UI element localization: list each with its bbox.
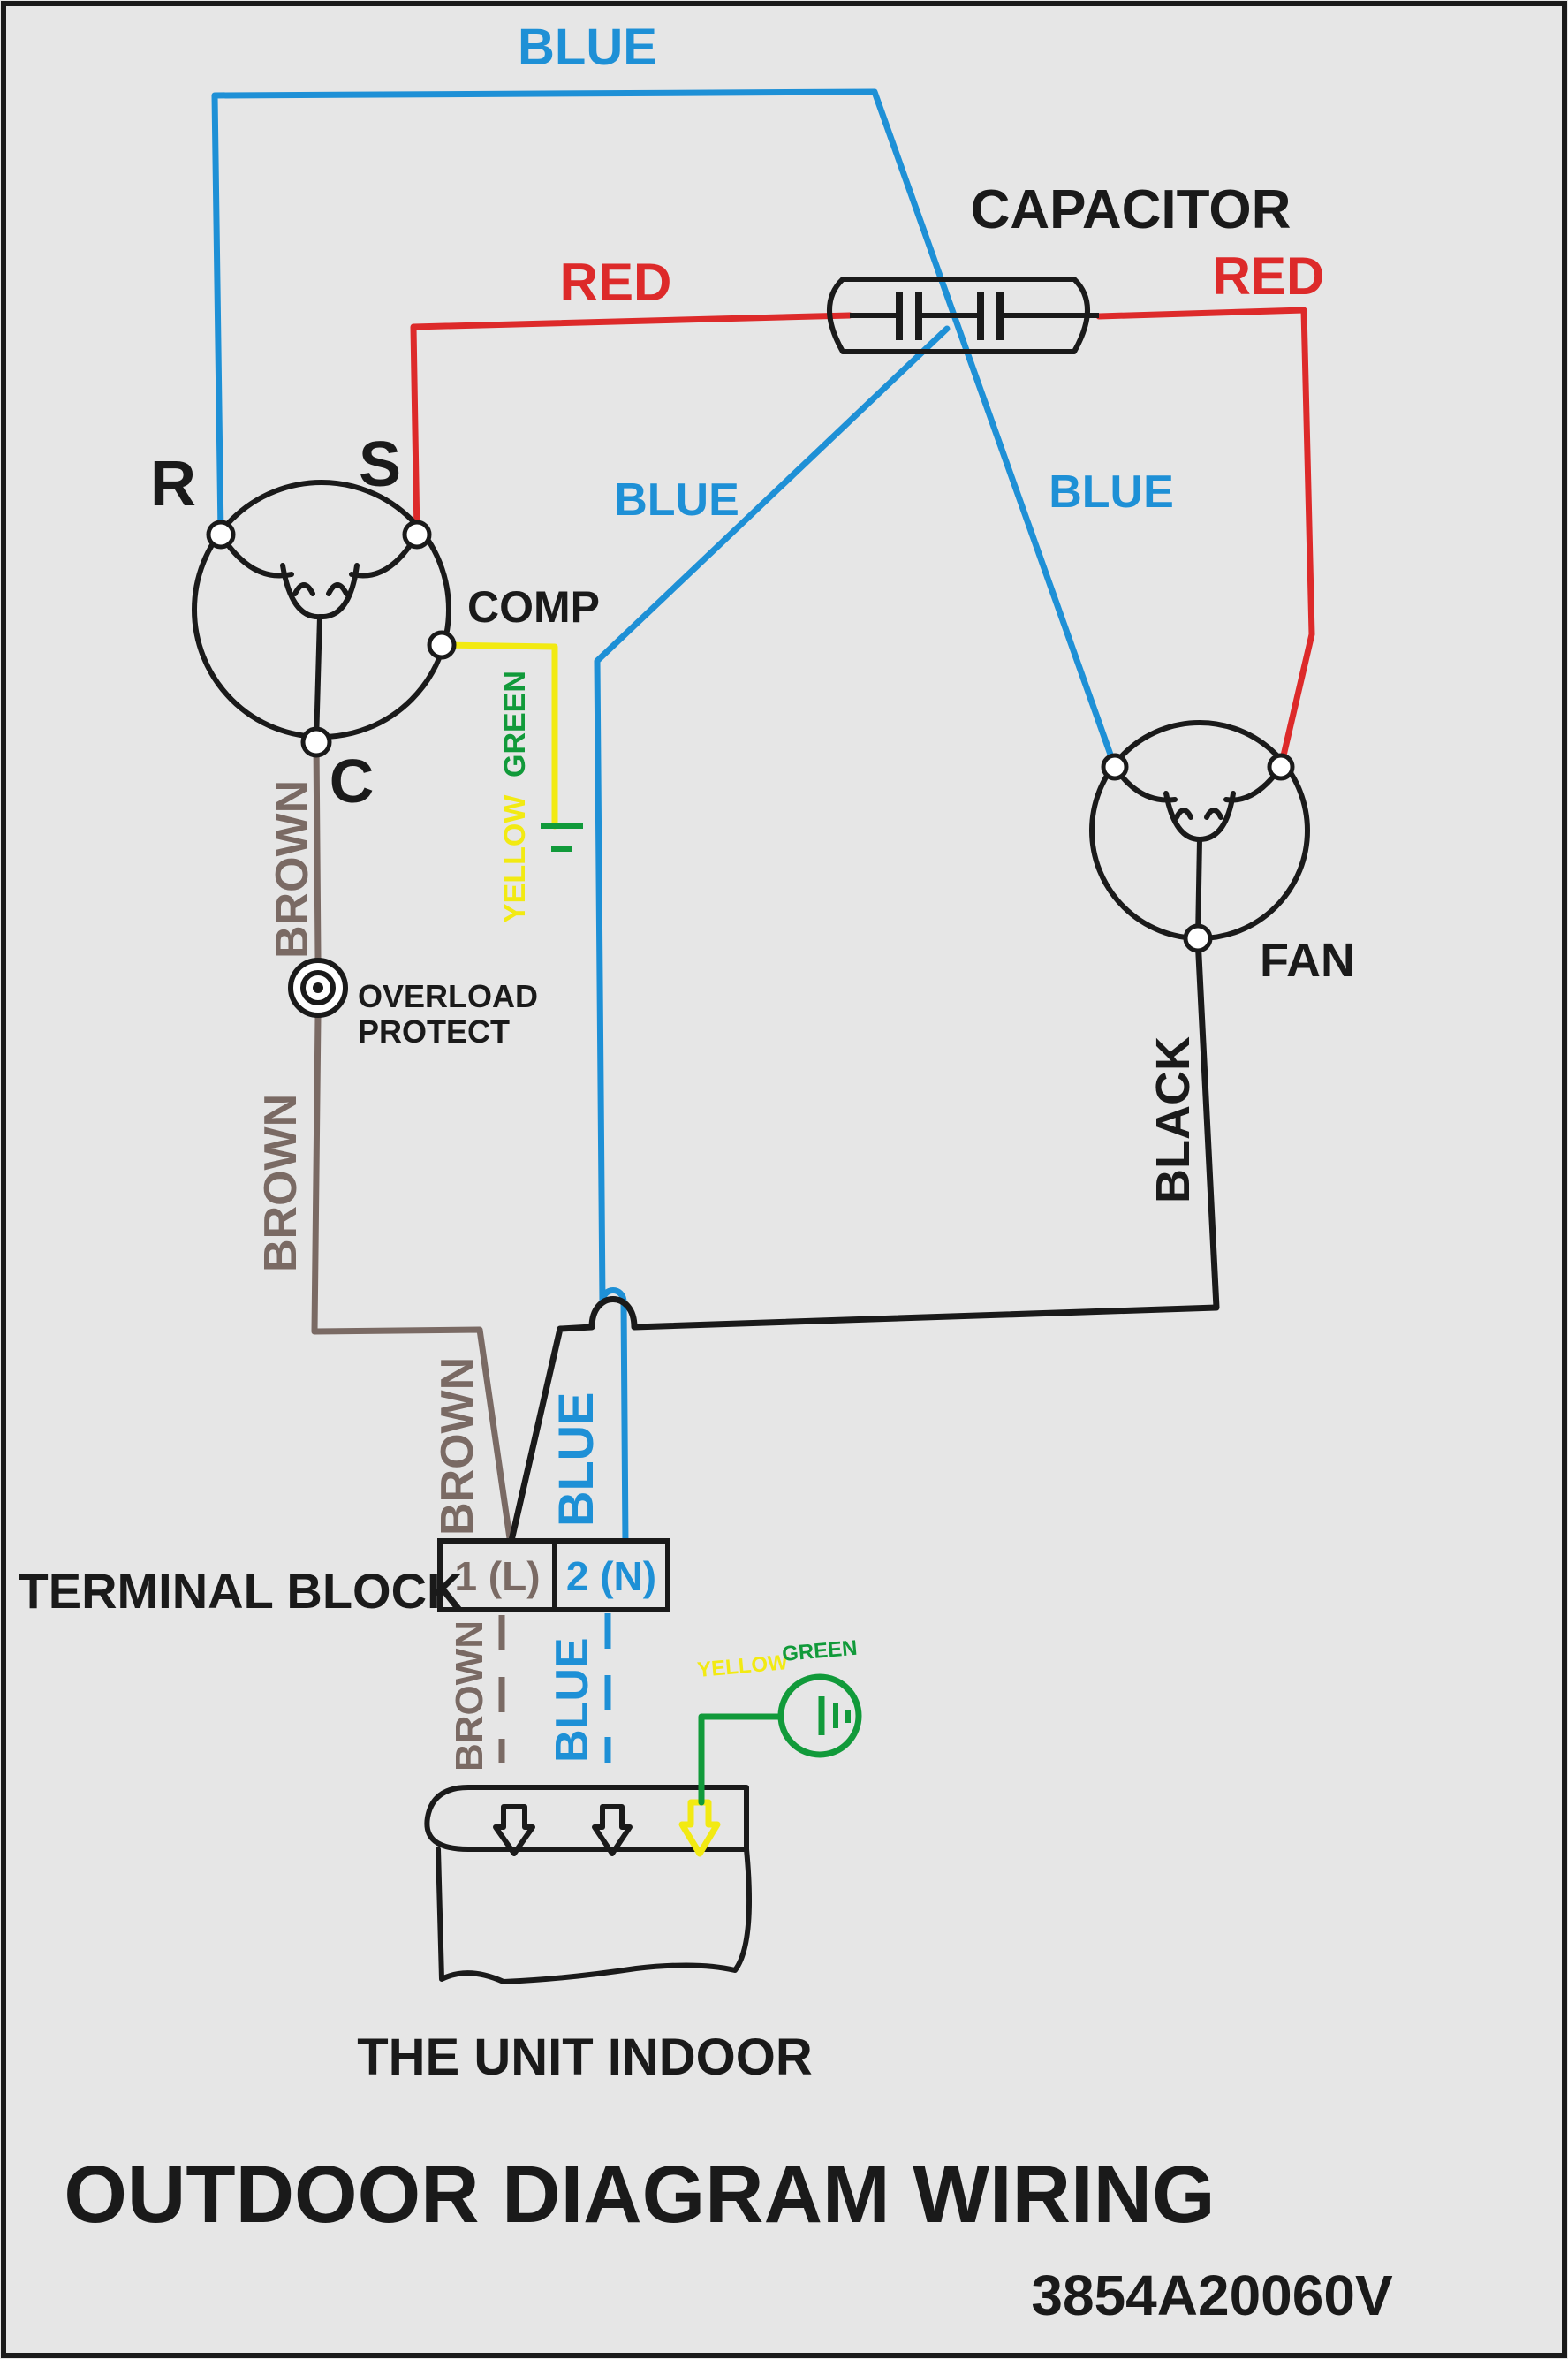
brown-upper-label: BROWN — [267, 780, 318, 959]
terminal-2-label: 2 (N) — [566, 1553, 656, 1599]
terminal-block-label: TERMINAL BLOCK — [19, 1563, 463, 1619]
brown-indoor-label: BROWN — [448, 1620, 491, 1771]
blue-indoor-label: BLUE — [547, 1637, 598, 1763]
wire-black-fan — [507, 935, 1220, 1548]
fan-symbol — [1089, 720, 1310, 953]
wire-red-left — [410, 312, 853, 538]
brown-terminal-label: BROWN — [432, 1357, 483, 1536]
indoor-arrow-2 — [592, 1804, 633, 1856]
overload-line2: PROTECT — [358, 1013, 510, 1050]
terminal-comp — [427, 630, 457, 660]
terminal-block — [437, 1538, 670, 1612]
fan-terminal-common — [1183, 923, 1213, 953]
overload-line1: OVERLOAD — [358, 978, 538, 1014]
wire-blue-top — [211, 88, 1118, 770]
indoor-dashed-wires — [498, 1613, 611, 1763]
indoor-unit-label: THE UNIT INDOOR — [357, 2029, 813, 2086]
indoor-arrow-ground — [678, 1799, 721, 1857]
wire-brown-comp — [313, 739, 322, 962]
capacitor-label: CAPACITOR — [971, 179, 1292, 240]
terminal-r — [206, 520, 236, 550]
black-fan-label: BLACK — [1147, 1036, 1200, 1203]
brown-lower-label: BROWN — [255, 1094, 307, 1272]
blue-mid-right-label: BLUE — [1049, 466, 1174, 518]
terminal-s — [402, 520, 432, 550]
green-ground-label: GREEN — [498, 671, 532, 777]
fan-terminal-left — [1101, 753, 1129, 781]
terminal-1-label: 1 (L) — [454, 1553, 540, 1599]
wire-yellow-ground — [438, 641, 558, 830]
compressor-s-label: S — [359, 429, 401, 500]
compressor-r-label: R — [150, 449, 196, 520]
overload-protector — [288, 958, 348, 1018]
compressor-name-label: COMP — [467, 582, 600, 632]
wire-green-ground-indoor — [698, 1713, 784, 1806]
indoor-arrow-1 — [493, 1804, 535, 1856]
blue-top-label: BLUE — [518, 19, 657, 76]
yellow-ground-label: YELLOW — [498, 794, 532, 923]
fan-terminal-right — [1267, 753, 1295, 781]
ground-symbol-comp — [541, 823, 583, 852]
red-left-label: RED — [560, 253, 672, 312]
fan-label: FAN — [1260, 934, 1355, 987]
blue-mid-left-label: BLUE — [614, 474, 739, 526]
capacitor — [827, 277, 1099, 354]
compressor-symbol — [192, 480, 457, 758]
indoor-unit — [424, 1785, 752, 1984]
part-number: 3854A20060V — [1031, 2264, 1393, 2327]
wire-brown-terminal — [311, 1013, 514, 1548]
wire-red-right — [1095, 307, 1315, 770]
diagram-title: OUTDOOR DIAGRAM WIRING — [64, 2150, 1215, 2240]
compressor-c-label: C — [330, 747, 375, 815]
terminal-c — [300, 726, 332, 758]
red-right-label: RED — [1213, 247, 1325, 306]
blue-terminal-label: BLUE — [548, 1392, 603, 1527]
earth-symbol-indoor — [777, 1673, 862, 1758]
